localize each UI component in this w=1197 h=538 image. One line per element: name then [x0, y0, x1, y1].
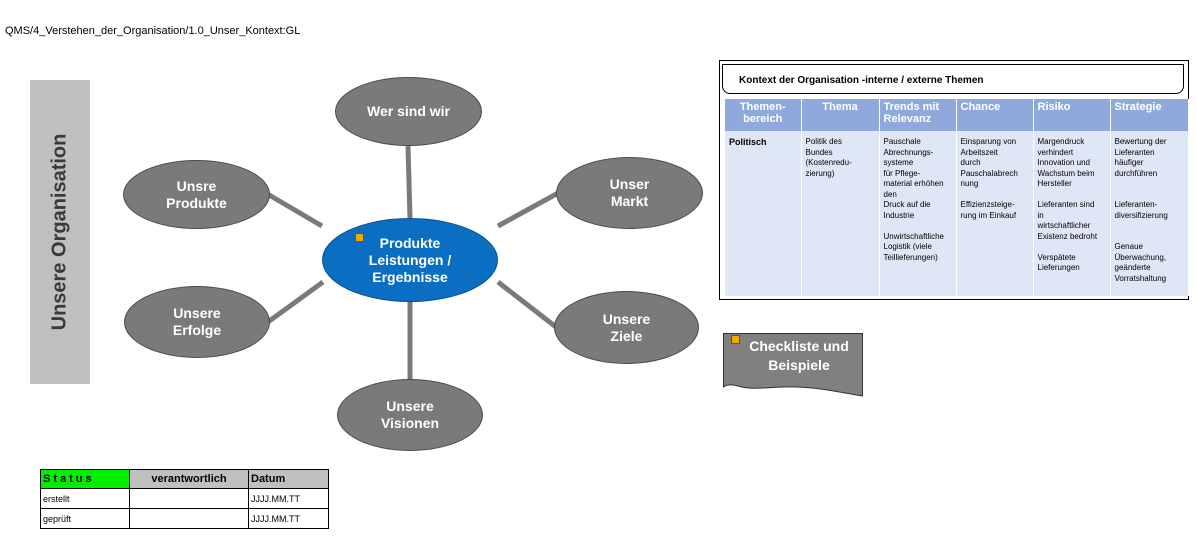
hub-connectors: [262, 145, 562, 380]
node-ziele-label: Unsere Ziele: [602, 310, 651, 344]
node-produkte[interactable]: Unsre Produkte: [123, 160, 270, 229]
context-title: Kontext der Organisation -interne / exte…: [722, 64, 1184, 94]
context-header-thema: Thema: [801, 99, 880, 131]
context-header-trends: Trends mit Relevanz: [879, 99, 957, 131]
context-panel: Kontext der Organisation -interne / exte…: [719, 60, 1189, 300]
context-table: Themen- bereich Thema Trends mit Relevan…: [725, 99, 1189, 296]
sidebar-panel: [30, 80, 90, 384]
comment-marker-icon[interactable]: [355, 233, 364, 242]
status-row-geprueft: geprüft JJJJ.MM.TT: [40, 508, 329, 529]
connector-erfolge: [266, 279, 325, 325]
status-cell-label: erstellt: [40, 488, 130, 509]
connector-produkte: [262, 189, 324, 229]
status-header-status: Status: [40, 469, 130, 489]
status-cell-label: geprüft: [40, 508, 130, 529]
node-visionen[interactable]: Unsere Visionen: [337, 379, 483, 451]
node-markt[interactable]: Unser Markt: [556, 157, 703, 229]
context-cell-trends: Pauschale Abrechnungs- systeme für Pfleg…: [879, 131, 957, 296]
node-produkte-label: Unsre Produkte: [166, 177, 227, 211]
node-center-label: Produkte Leistungen / Ergebnisse: [368, 234, 452, 285]
status-cell-datum[interactable]: JJJJ.MM.TT: [248, 488, 329, 509]
node-wer-sind-wir[interactable]: Wer sind wir: [335, 77, 482, 146]
node-center-produkte-leistungen[interactable]: Produkte Leistungen / Ergebnisse: [322, 218, 498, 302]
context-cell-themenbereich: Politisch: [725, 131, 802, 296]
status-cell-verantwortlich[interactable]: [129, 508, 249, 529]
context-cell-strategie: Bewertung der Lieferanten häufiger durch…: [1110, 131, 1189, 296]
checklist-label: Checkliste und Beispiele: [749, 338, 849, 373]
status-header-datum: Datum: [248, 469, 329, 489]
context-cell-risiko: Margendruck verhindert Innovation und Wa…: [1033, 131, 1111, 296]
node-wer-sind-wir-label: Wer sind wir: [367, 103, 450, 119]
context-header-strategie: Strategie: [1110, 99, 1189, 131]
checklist-marker-icon: [731, 335, 740, 344]
connector-wer-sind-wir: [405, 145, 413, 219]
node-markt-label: Unser Markt: [609, 176, 650, 209]
connector-ziele: [496, 280, 558, 329]
checklist-button[interactable]: Checkliste und Beispiele: [723, 333, 863, 398]
context-header-risiko: Risiko: [1033, 99, 1111, 131]
node-visionen-label: Unsere Visionen: [380, 398, 440, 431]
status-cell-verantwortlich[interactable]: [129, 488, 249, 509]
context-cell-thema: Politik des Bundes (Kostenredu- zierung): [801, 131, 880, 296]
context-header-themenbereich: Themen- bereich: [725, 99, 802, 131]
status-header-verantwortlich: verantwortlich: [129, 469, 249, 489]
checklist-shape: [723, 333, 863, 397]
status-cell-datum[interactable]: JJJJ.MM.TT: [248, 508, 329, 529]
status-table: Status verantwortlich Datum erstellt JJJ…: [40, 469, 329, 529]
connector-markt: [496, 189, 562, 229]
node-erfolge-label: Unsere Erfolge: [172, 305, 222, 338]
document-path: QMS/4_Verstehen_der_Organisation/1.0_Uns…: [5, 25, 301, 37]
status-row-erstellt: erstellt JJJJ.MM.TT: [40, 488, 329, 509]
context-cell-chance: Einsparung von Arbeitszeit durch Pauscha…: [956, 131, 1034, 296]
node-ziele[interactable]: Unsere Ziele: [554, 291, 699, 364]
context-header-chance: Chance: [956, 99, 1034, 131]
node-erfolge[interactable]: Unsere Erfolge: [124, 286, 270, 358]
